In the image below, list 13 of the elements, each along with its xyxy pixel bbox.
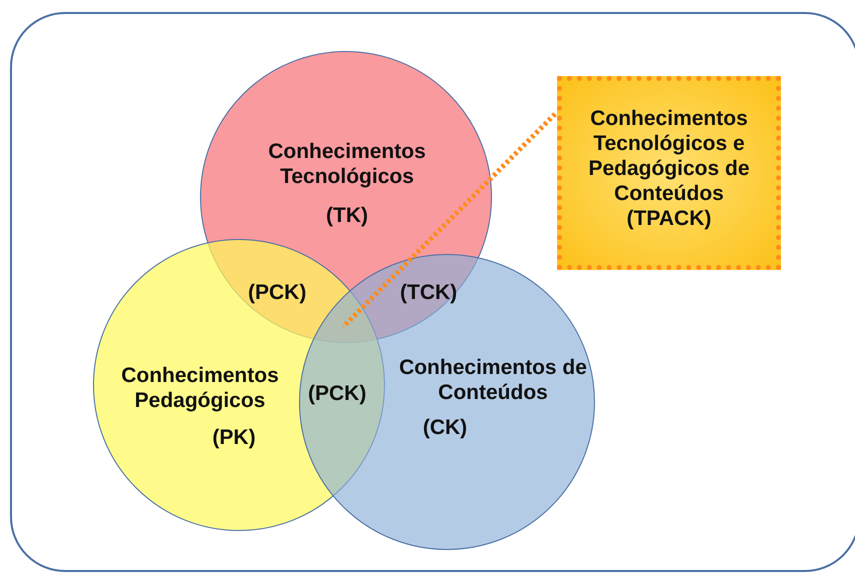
callout-box: [557, 76, 781, 270]
circle-title: Conhecimentos Pedagógicos: [120, 363, 280, 413]
rounded-frame: [10, 12, 855, 572]
overlap-label: (TCK): [400, 280, 458, 305]
overlap-label: (PCK): [248, 280, 306, 305]
abbreviation-label: (CK): [422, 415, 468, 440]
overlap-label: (PCK): [308, 381, 366, 406]
abbreviation-label: (TK): [325, 203, 369, 228]
circle-title: Conhecimentos Tecnológicos: [267, 139, 427, 189]
callout-text: Conhecimentos Tecnológicos e Pedagógicos de Conteúdos (TPACK): [587, 106, 751, 231]
abbreviation-label: (PK): [211, 425, 257, 450]
leader-line: [341, 112, 557, 329]
circle-title: Conhecimentos de Conteúdos: [398, 355, 588, 405]
